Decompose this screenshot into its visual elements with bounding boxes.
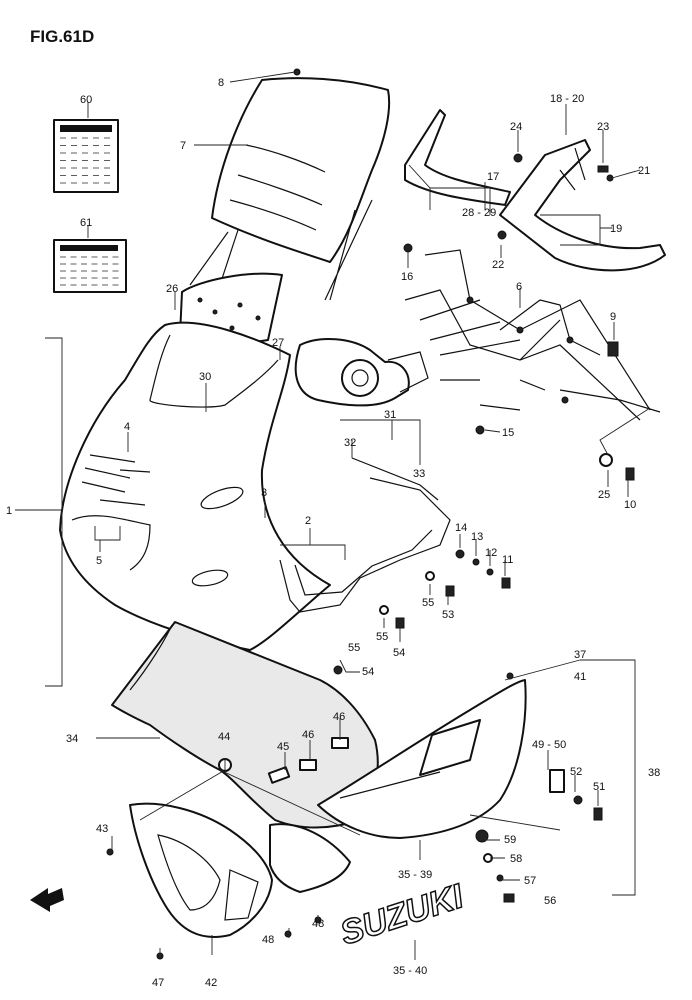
label-25: 25 xyxy=(598,489,610,501)
label-24: 24 xyxy=(510,121,522,133)
label-34: 34 xyxy=(66,733,78,745)
label-51: 51 xyxy=(593,781,605,793)
leader-lines xyxy=(15,71,651,960)
label-35-40: 35 - 40 xyxy=(393,965,427,977)
label-48b: 48 xyxy=(312,918,324,930)
label-53a: 53 xyxy=(442,609,454,621)
label-38: 38 xyxy=(648,767,660,779)
label-8: 8 xyxy=(218,77,224,89)
upper-cowling xyxy=(59,321,331,651)
lower-skirt xyxy=(269,823,351,893)
label-54a: 54 xyxy=(393,647,405,659)
label-48a: 48 xyxy=(262,934,274,946)
label-15: 15 xyxy=(502,427,514,439)
cowling-stay xyxy=(404,249,661,421)
part-labels: 8 7 60 61 1 17 28 - 29 18 - 20 24 23 21 … xyxy=(6,77,660,989)
headlight-unit xyxy=(294,338,429,407)
lower-cowling-left xyxy=(111,621,379,829)
label-37: 37 xyxy=(574,649,586,661)
label-41: 41 xyxy=(574,671,586,683)
label-32: 32 xyxy=(344,437,356,449)
label-33: 33 xyxy=(413,468,425,480)
figure-title: FIG.61D xyxy=(30,27,94,46)
label-22: 22 xyxy=(492,259,504,271)
label-60: 60 xyxy=(80,94,92,106)
label-23: 23 xyxy=(597,121,609,133)
duct-frame xyxy=(279,457,451,613)
label-28-29: 28 - 29 xyxy=(462,207,496,219)
label-14: 14 xyxy=(455,522,467,534)
label-13: 13 xyxy=(471,531,483,543)
label-sheet-60 xyxy=(53,119,119,193)
label-55c: 55 xyxy=(348,642,360,654)
label-1: 1 xyxy=(6,505,12,517)
label-6: 6 xyxy=(516,281,522,293)
label-35-39: 35 - 39 xyxy=(398,869,432,881)
label-30: 30 xyxy=(199,371,211,383)
label-sheet-61 xyxy=(53,239,127,293)
label-27: 27 xyxy=(272,337,284,349)
label-55a: 55 xyxy=(422,597,434,609)
label-5: 5 xyxy=(96,555,102,567)
label-61: 61 xyxy=(80,217,92,229)
label-49-50: 49 - 50 xyxy=(532,739,566,751)
label-12: 12 xyxy=(485,547,497,559)
label-26: 26 xyxy=(166,283,178,295)
label-31: 31 xyxy=(384,409,396,421)
label-47: 47 xyxy=(152,977,164,989)
label-2: 2 xyxy=(305,515,311,527)
label-11: 11 xyxy=(502,554,513,566)
label-56: 56 xyxy=(544,895,556,907)
fasteners xyxy=(106,68,635,960)
front-arrow-icon xyxy=(30,888,64,912)
label-19: 19 xyxy=(610,223,622,235)
label-59: 59 xyxy=(504,834,516,846)
label-58: 58 xyxy=(510,853,522,865)
label-7: 7 xyxy=(180,140,186,152)
label-46a: 46 xyxy=(302,729,314,741)
label-55b: 55 xyxy=(376,631,388,643)
inner-panel-upper xyxy=(404,109,666,272)
label-54b: 54 xyxy=(362,666,374,678)
label-46b: 46 xyxy=(333,711,345,723)
label-10: 10 xyxy=(624,499,636,511)
suzuki-decal: SUZUKI xyxy=(336,877,470,953)
under-cowl-bracket xyxy=(129,802,273,938)
label-57: 57 xyxy=(524,875,536,887)
label-3: 3 xyxy=(261,487,267,499)
lower-cowling-right xyxy=(317,679,527,839)
windscreen xyxy=(211,77,391,263)
label-9: 9 xyxy=(610,311,616,323)
label-45: 45 xyxy=(277,741,289,753)
label-52: 52 xyxy=(570,766,582,778)
label-43: 43 xyxy=(96,823,108,835)
label-4: 4 xyxy=(124,421,130,433)
label-42: 42 xyxy=(205,977,217,989)
label-17: 17 xyxy=(487,171,499,183)
label-16: 16 xyxy=(401,271,413,283)
label-44: 44 xyxy=(218,731,230,743)
label-21: 21 xyxy=(638,165,650,177)
label-18-20: 18 - 20 xyxy=(550,93,584,105)
